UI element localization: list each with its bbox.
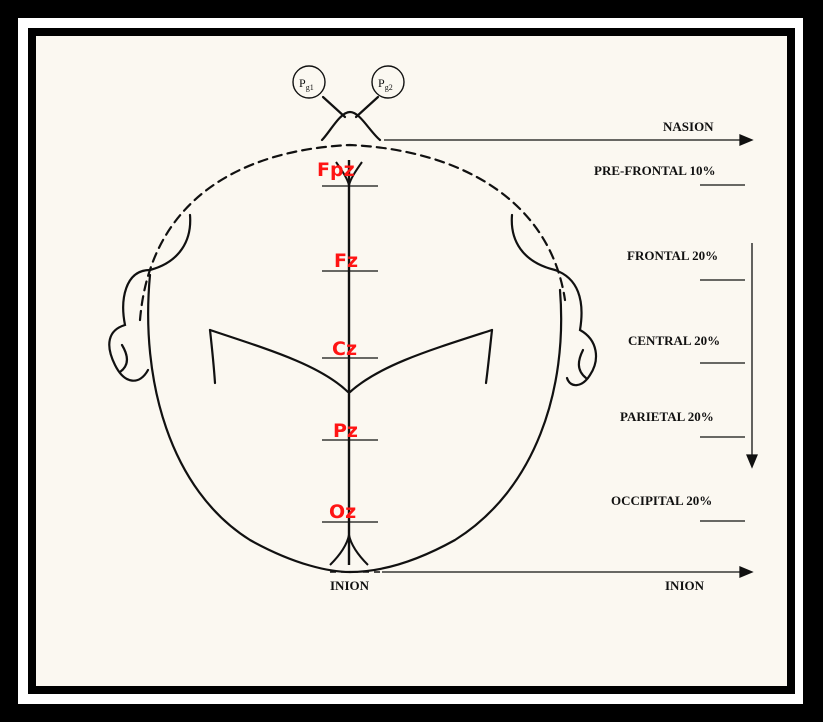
pg2-circle bbox=[372, 66, 404, 98]
left-jaw-line bbox=[210, 330, 348, 392]
head-outline-right bbox=[350, 290, 561, 572]
electrode-fpz: Fpz bbox=[317, 159, 355, 181]
nose bbox=[322, 112, 380, 140]
electrode-oz: Oz bbox=[329, 501, 356, 523]
head-outline-left bbox=[148, 275, 350, 572]
label-nasion: NASION bbox=[663, 119, 714, 134]
label-occipital: OCCIPITAL 20% bbox=[611, 493, 712, 508]
pg1-circle bbox=[293, 66, 325, 98]
label-prefrontal: PRE-FRONTAL 10% bbox=[594, 163, 715, 178]
electrode-fz: Fz bbox=[334, 250, 358, 272]
electrode-pz: Pz bbox=[333, 420, 358, 442]
right-jaw-line bbox=[350, 330, 492, 392]
electrode-cz: Cz bbox=[332, 338, 357, 360]
label-central: CENTRAL 20% bbox=[628, 333, 720, 348]
left-temple-line bbox=[150, 215, 190, 270]
label-parietal: PARIETAL 20% bbox=[620, 409, 714, 424]
label-inion-right: INION bbox=[665, 578, 705, 593]
label-inion-center: INION bbox=[330, 578, 370, 593]
right-temple-line bbox=[512, 215, 555, 270]
label-frontal: FRONTAL 20% bbox=[627, 248, 718, 263]
left-ear bbox=[109, 270, 150, 381]
